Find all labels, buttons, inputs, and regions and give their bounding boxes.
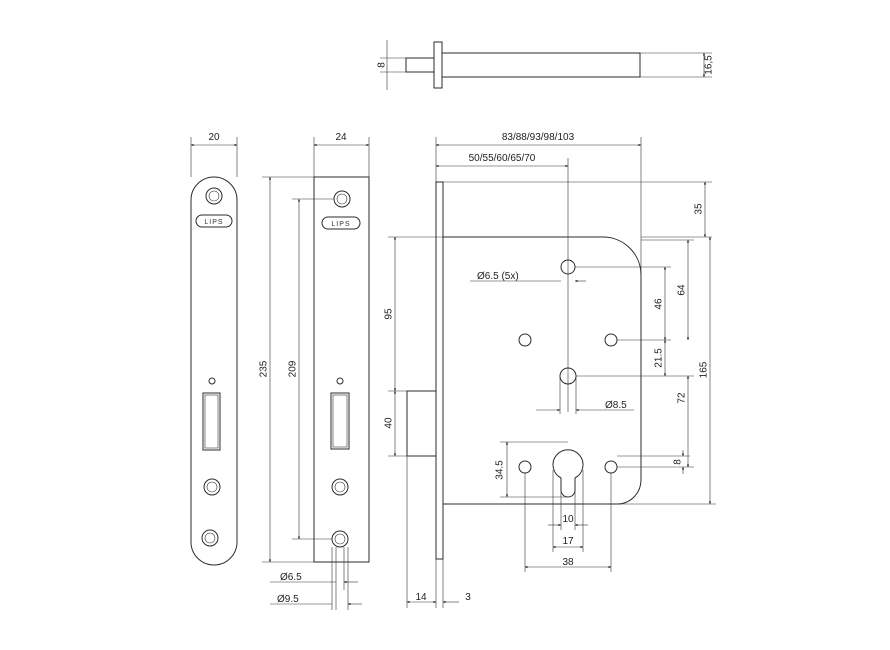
dim-latch-40: 40 — [384, 417, 395, 429]
forend-24-latch-slot — [330, 392, 350, 450]
forend-24-view: LIPS 24 235 209 Ø6.5 Ø9.5 — [259, 132, 370, 610]
lock-body-view: 83/88/93/98/103 50/55/60/65/70 35 Ø6.5 (… — [384, 132, 716, 608]
dim-fixing-holes: Ø6.5 (5x) — [477, 271, 519, 282]
pin-tip — [405, 57, 435, 73]
forend-24-brand-logo: LIPS — [331, 221, 350, 228]
forend-24-plate — [313, 176, 370, 563]
cylinder-cutout — [552, 449, 584, 498]
dim-pitch-46: 46 — [654, 298, 665, 310]
latch-bolt — [406, 390, 437, 457]
dim-forend-height-holes: 209 — [288, 360, 299, 377]
forend-20-latch-slot — [202, 392, 221, 451]
dim-cyl-38: 38 — [562, 557, 574, 568]
dim-faceplate-3: 3 — [465, 592, 471, 603]
dim-latch-14: 14 — [415, 592, 427, 603]
dim-pitch-64: 64 — [677, 284, 688, 296]
dim-forend-height-total: 235 — [259, 360, 270, 377]
pin-collar — [433, 41, 443, 89]
forend-24-logo-plate — [321, 216, 361, 230]
fixing-hole-bottom-right — [604, 460, 618, 474]
dim-backset: 50/55/60/65/70 — [469, 153, 536, 164]
dim-height-165: 165 — [699, 361, 710, 378]
dim-cyl-10: 10 — [562, 514, 574, 525]
dim-cyl-34-5: 34.5 — [495, 460, 506, 480]
dim-pitch-72: 72 — [677, 392, 688, 404]
forend-24-hole-mid — [331, 478, 349, 496]
dim-backset-total: 83/88/93/98/103 — [502, 132, 575, 143]
forend-20-hole-small — [208, 377, 216, 385]
forend-20-brand-logo: LIPS — [204, 219, 223, 226]
forend-24-hole-top — [333, 190, 351, 208]
forend-20-hole-top — [205, 187, 223, 205]
fixing-hole-bottom-left — [518, 460, 532, 474]
dim-pin-length: 16,5 — [704, 55, 715, 75]
faceplate — [435, 181, 444, 560]
fixing-hole-left — [518, 333, 532, 347]
dim-forend-20-width: 20 — [208, 132, 220, 143]
dim-forend-hole-large: Ø9.5 — [277, 594, 299, 605]
forend-20-view: LIPS 20 — [190, 132, 238, 566]
forend-20-hole-mid — [203, 478, 221, 496]
forend-24-hole-bottom — [331, 530, 349, 548]
forend-24-hole-small — [336, 377, 344, 385]
dim-forend-24-width: 24 — [335, 132, 347, 143]
dim-cyl-17: 17 — [562, 536, 574, 547]
dim-pitch-21-5: 21.5 — [654, 348, 665, 368]
fixing-hole-right — [604, 333, 618, 347]
forend-20-plate — [190, 176, 238, 566]
forend-20-logo-plate — [195, 214, 233, 228]
dim-pin-diameter: 8 — [377, 62, 388, 68]
dim-latch-95: 95 — [384, 308, 395, 320]
pin-view: 16,5 8 — [377, 40, 715, 90]
dim-forend-hole-small: Ø6.5 — [280, 572, 302, 583]
dim-top-offset: 35 — [694, 203, 705, 215]
dim-cyl-8: 8 — [673, 459, 684, 465]
pin-shaft — [441, 52, 641, 78]
forend-20-hole-bottom — [201, 529, 219, 547]
dim-follower: Ø8.5 — [605, 400, 627, 411]
